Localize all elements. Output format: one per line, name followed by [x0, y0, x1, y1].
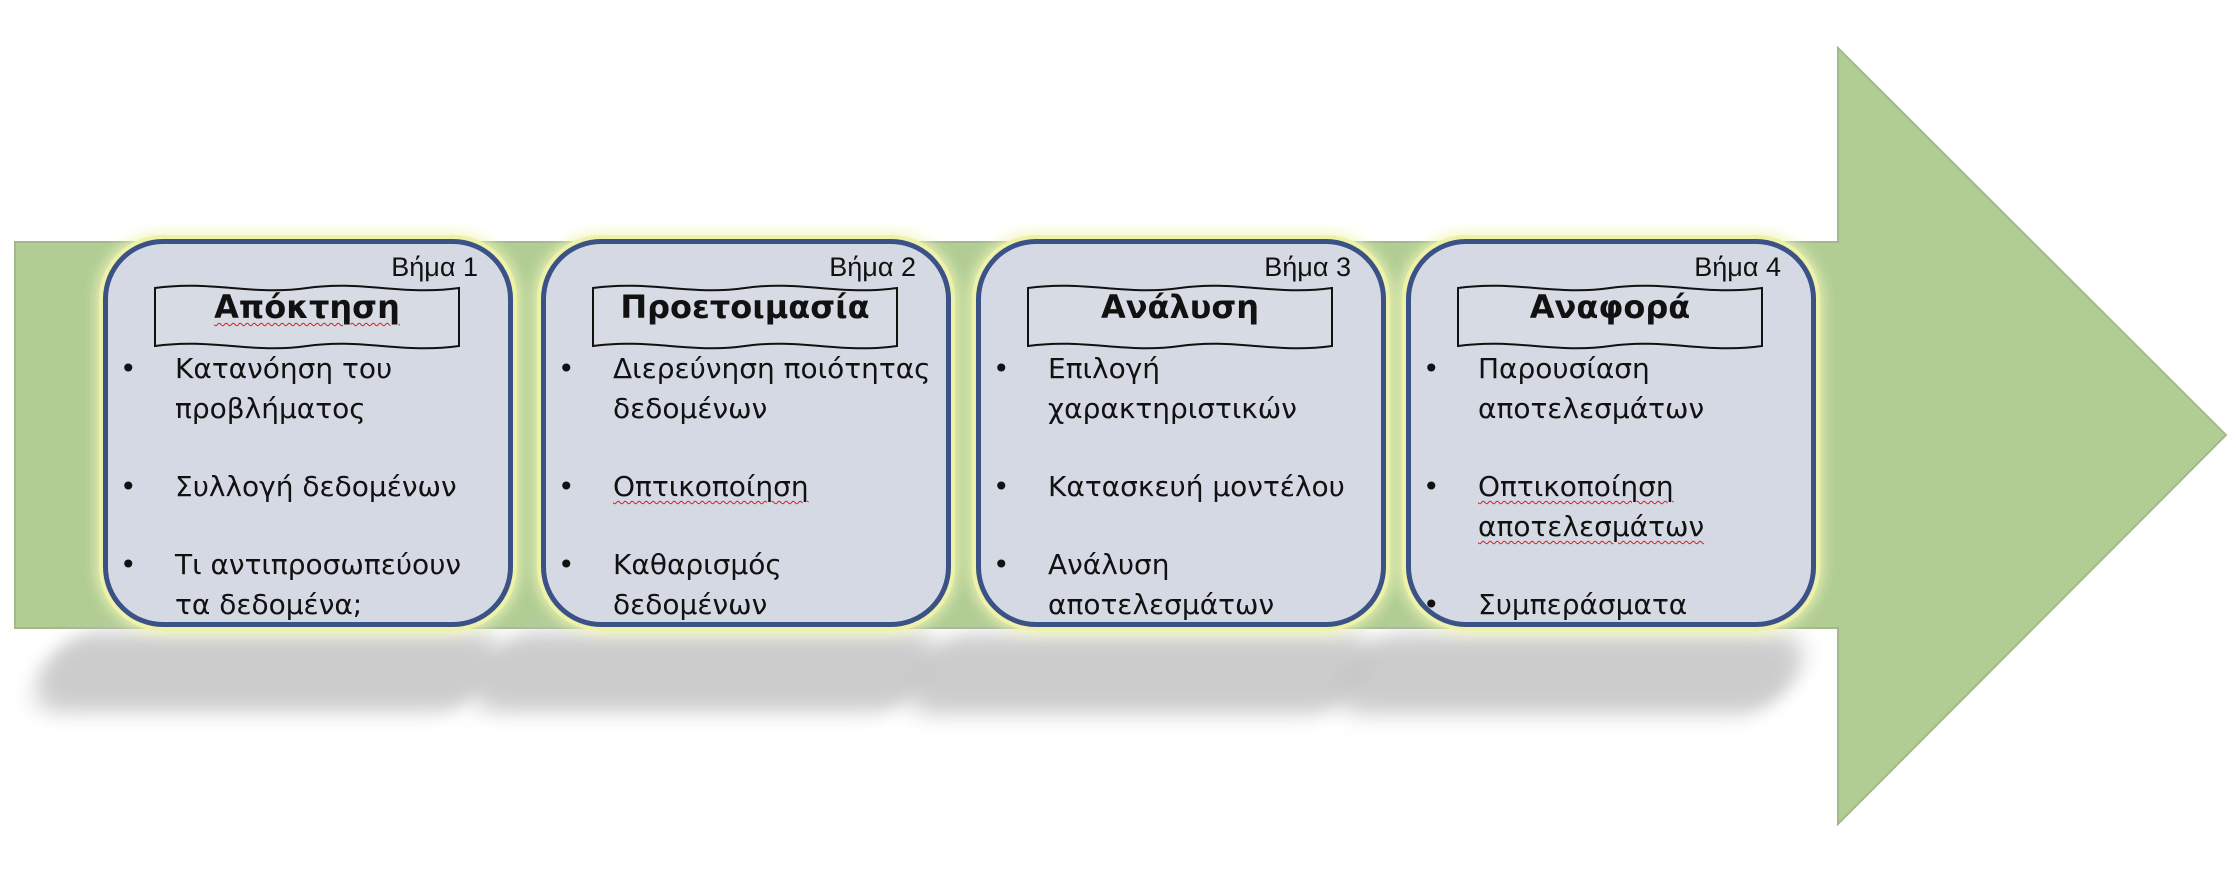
step-3-title-scroll: [1027, 284, 1333, 350]
bullet-icon: •: [993, 548, 1010, 581]
step-3-items: •Επιλογή χαρακτηριστικών •Κατασκευή μοντ…: [981, 349, 1381, 663]
list-item: •Ανάλυση αποτελεσμάτων: [981, 545, 1381, 625]
bullet-icon: •: [993, 352, 1010, 385]
list-item: •Επιλογή χαρακτηριστικών: [981, 349, 1381, 429]
step-3-card: Βήμα 3 Ανάλυση •Επιλογή χαρακτηριστικών …: [976, 239, 1386, 627]
list-item: •Συλλογή δεδομένων: [108, 467, 508, 507]
step-4-title: Αναφορά: [1529, 288, 1691, 326]
bullet-icon: •: [1423, 470, 1440, 503]
step-4-items: •Παρουσίαση αποτελεσμάτων •Οπτικοποίηση …: [1411, 349, 1811, 663]
bullet-icon: •: [558, 352, 575, 385]
list-item: •Παρουσίαση αποτελεσμάτων: [1411, 349, 1811, 429]
bullet-icon: •: [1423, 588, 1440, 621]
step-1-title-scroll: [154, 284, 460, 350]
bullet-icon: •: [120, 352, 137, 385]
list-item: •Οπτικοποίηση: [546, 467, 946, 507]
step-1-items: •Κατανόηση του προβλήματος •Συλλογή δεδο…: [108, 349, 508, 663]
step-4-card: Βήμα 4 Αναφορά •Παρουσίαση αποτελεσμάτων…: [1406, 239, 1816, 627]
list-item: •Κατασκευή μοντέλου: [981, 467, 1381, 507]
list-item: •Καθαρισμός δεδομένων: [546, 545, 946, 625]
list-item: •Οπτικοποίηση αποτελεσμάτων: [1411, 467, 1811, 547]
list-item: •Διερεύνηση ποιότητας δεδομένων: [546, 349, 946, 429]
bullet-icon: •: [120, 548, 137, 581]
step-1-label: Βήμα 1: [391, 252, 478, 282]
step-3-title: Ανάλυση: [1100, 288, 1260, 326]
bullet-icon: •: [120, 470, 137, 503]
bullet-icon: •: [558, 548, 575, 581]
step-2-label: Βήμα 2: [829, 252, 916, 282]
list-item: •Συμπεράσματα: [1411, 585, 1811, 625]
step-1-title: Απόκτηση: [214, 288, 400, 326]
bullet-icon: •: [558, 470, 575, 503]
list-item: •Τι αντιπροσωπεύουν τα δεδομένα;: [108, 545, 508, 625]
step-1-card: Βήμα 1 Απόκτηση •Κατανόηση του προβλήματ…: [103, 239, 513, 627]
bullet-icon: •: [1423, 352, 1440, 385]
step-2-title: Προετοιμασία: [620, 288, 870, 326]
step-2-items: •Διερεύνηση ποιότητας δεδομένων •Οπτικοπ…: [546, 349, 946, 663]
bullet-icon: •: [993, 470, 1010, 503]
step-2-title-scroll: [592, 284, 898, 350]
list-item: •Κατανόηση του προβλήματος: [108, 349, 508, 429]
step-3-label: Βήμα 3: [1264, 252, 1351, 282]
step-4-title-scroll: [1457, 284, 1763, 350]
step-2-card: Βήμα 2 Προετοιμασία •Διερεύνηση ποιότητα…: [541, 239, 951, 627]
step-4-label: Βήμα 4: [1694, 252, 1781, 282]
